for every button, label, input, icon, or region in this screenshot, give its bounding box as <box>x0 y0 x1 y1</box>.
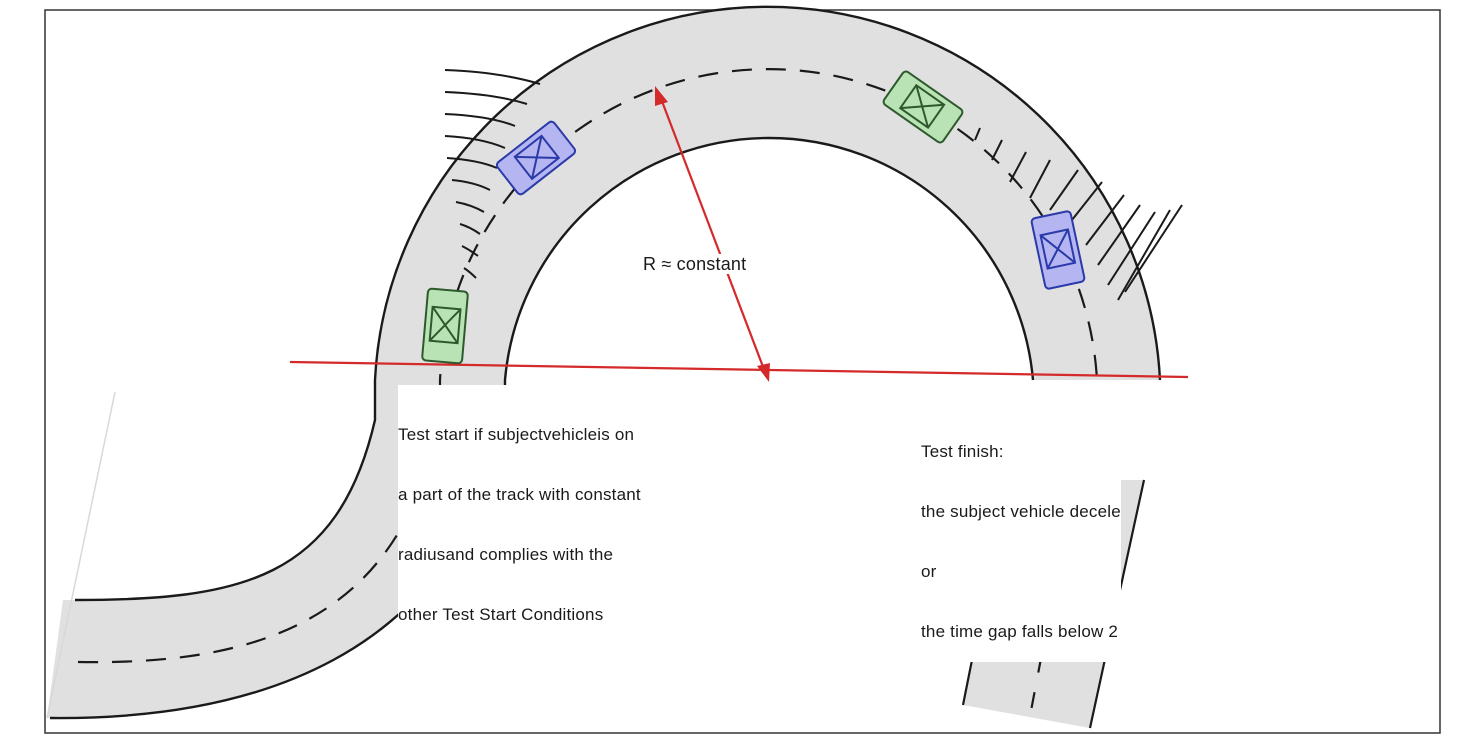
curved-road-inner-edge <box>49 136 1035 720</box>
road-left-boundary <box>46 391 116 719</box>
test-finish-line: the subject vehicle decele <box>921 502 1121 521</box>
test-finish-line: the time gap falls below 2 <box>921 622 1119 641</box>
car-icon <box>421 287 469 365</box>
test-line <box>289 360 1189 379</box>
car-icon <box>495 120 577 196</box>
radius-arrowhead-top <box>655 86 668 106</box>
test-start-line: other Test Start Conditions <box>398 605 604 624</box>
radius-label: R ≈ constant <box>641 254 749 274</box>
test-start-line: radiusand complies with the <box>398 545 614 564</box>
test-finish-line: or <box>921 562 937 581</box>
car-icon <box>1030 210 1086 290</box>
tyre-marks-right <box>974 127 1183 301</box>
test-start-note: Test start if subjectvehicleis on a part… <box>398 385 641 645</box>
car-icon <box>882 70 964 144</box>
test-start-line: a part of the track with constant <box>398 485 641 504</box>
radius-arrowhead-bottom <box>757 363 770 382</box>
tyre-marks-left <box>444 69 541 279</box>
subject-vehicle-upper-left <box>495 120 577 196</box>
curved-road-surface <box>47 6 1160 719</box>
curved-road-outer-edge <box>74 5 1162 602</box>
test-finish-line: Test finish: <box>921 442 1004 461</box>
test-finish-note: Test finish: the subject vehicle decele … <box>921 402 1121 662</box>
radius-arrow <box>655 86 770 382</box>
target-vehicle-lower-left <box>421 287 469 365</box>
target-vehicle-top-right <box>882 70 964 144</box>
test-start-line: Test start if subjectvehicleis on <box>398 425 635 444</box>
subject-vehicle-right <box>1030 210 1086 290</box>
